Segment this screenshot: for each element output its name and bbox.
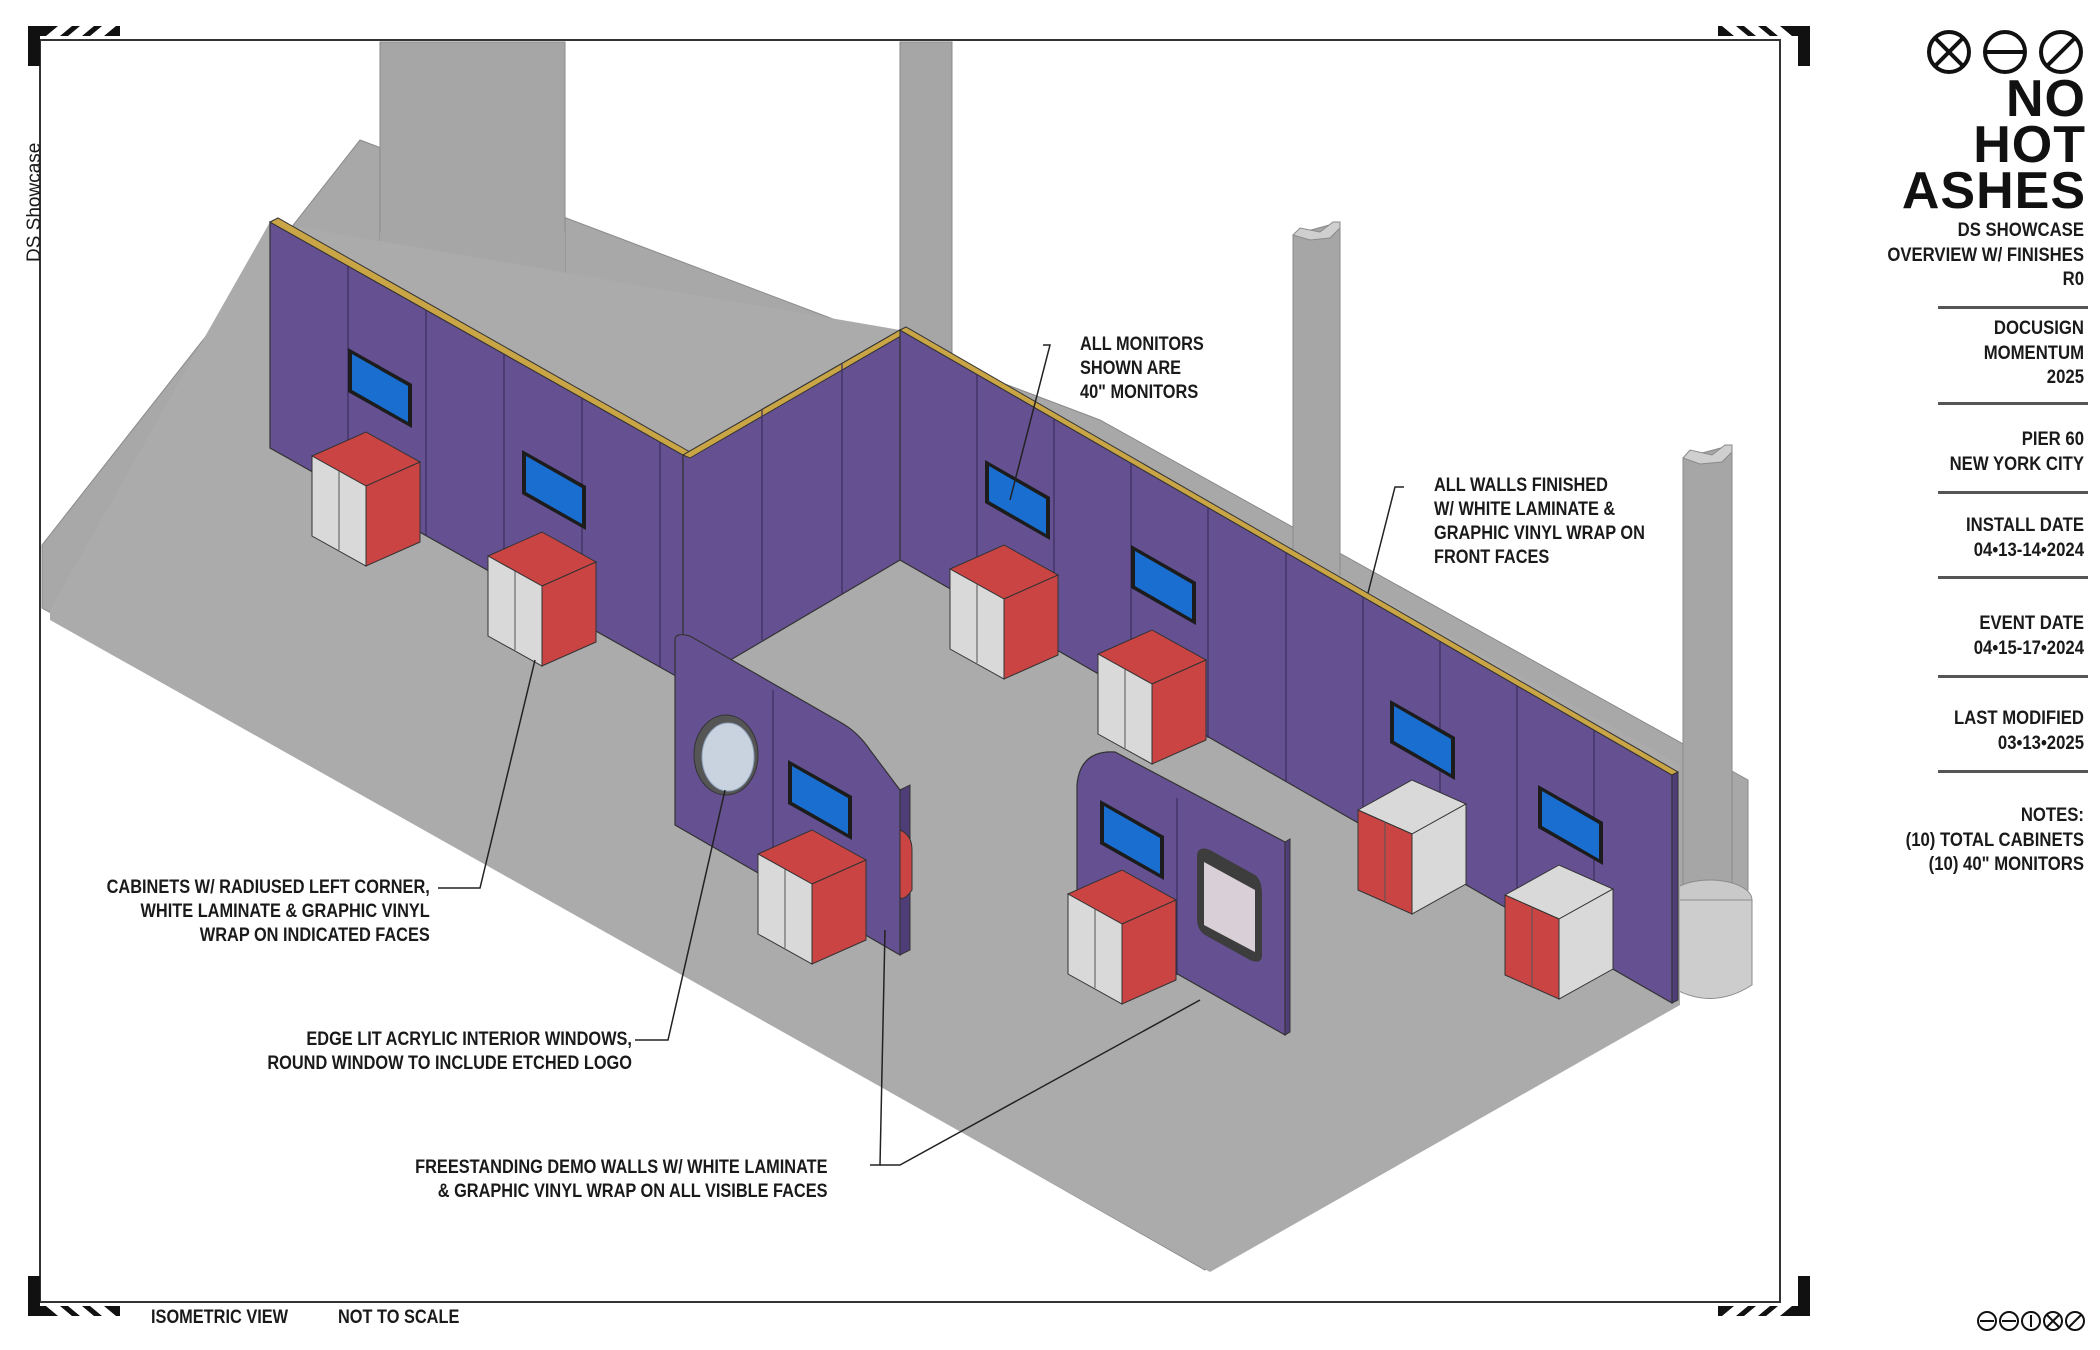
event-date: EVENT DATE 04•15-17•2024: [1973, 613, 2084, 659]
cabinet: [310, 431, 422, 567]
view-label: ISOMETRIC VIEW: [151, 1307, 289, 1328]
sheet-border: [39, 39, 1781, 1303]
column-steel-1-top: [1292, 221, 1341, 241]
cabinet: [1096, 629, 1208, 765]
corner-wall: [681, 328, 908, 690]
corner-marks: [28, 26, 1810, 1316]
column-steel-2: [1682, 444, 1733, 906]
venue-columns: [379, 41, 1753, 999]
cabinet: [1356, 779, 1468, 915]
cabinet-edge: [899, 829, 913, 899]
corner-wall-seams: [761, 364, 843, 640]
round-window-glass: [701, 722, 755, 792]
venue-info: PIER 60 NEW YORK CITY: [1949, 429, 2084, 475]
last-modified: LAST MODIFIED 03•13•2025: [1953, 708, 2084, 754]
cabinet: [1503, 864, 1615, 1000]
demo-wall-right-edge: [1284, 838, 1291, 1036]
callout-cabinets: CABINETS W/ RADIUSED LEFT CORNER, WHITE …: [106, 877, 430, 946]
leader-walls: [1367, 486, 1404, 594]
monitor: [1131, 545, 1196, 625]
divider: [1938, 675, 2088, 678]
sheet-vertical-title: DS Showcase: [24, 142, 45, 262]
monitor-screen: [792, 766, 848, 834]
brand-name: NO HOT ASHES: [1901, 70, 2086, 220]
leader-lines: [438, 344, 1404, 1166]
divider: [1938, 306, 2088, 309]
monitor: [985, 460, 1050, 540]
x-circle-icon: [2043, 1311, 2063, 1331]
minus-circle-icon: [1983, 30, 2027, 74]
leader-windows: [635, 789, 726, 1041]
callout-windows: EDGE LIT ACRYLIC INTERIOR WINDOWS, ROUND…: [267, 1029, 632, 1074]
footer-icons: [1977, 1311, 2085, 1331]
callout-walls: ALL WALLS FINISHED W/ WHITE LAMINATE & G…: [1434, 475, 1645, 568]
slash-circle-icon: [2039, 30, 2083, 74]
cabinet: [1066, 869, 1178, 1005]
minus-circle-icon: [1999, 1311, 2019, 1331]
leader-cabinets: [438, 659, 536, 889]
demo-wall-right: [1066, 751, 1291, 1037]
divider: [1938, 770, 2088, 773]
back-wall-end: [1671, 771, 1679, 1004]
column-footing: [1667, 899, 1753, 999]
slash-circle-icon: [2065, 1311, 2085, 1331]
brand-icons: [1927, 30, 2083, 74]
notes: NOTES: (10) TOTAL CABINETS (10) 40" MONI…: [1905, 805, 2084, 875]
monitor-screen: [1104, 806, 1160, 874]
client-info: DOCUSIGN MOMENTUM 2025: [1983, 318, 2084, 388]
wall-monitors: [348, 348, 1603, 865]
divider: [1938, 576, 2088, 579]
cabinet: [756, 829, 868, 965]
monitor: [1390, 700, 1455, 780]
scale-label: NOT TO SCALE: [338, 1307, 460, 1328]
minus-circle-icon: [1977, 1311, 1997, 1331]
column-steel-2-top: [1682, 444, 1733, 465]
monitor: [348, 348, 412, 428]
x-circle-icon: [1927, 30, 1971, 74]
install-date: INSTALL DATE 04•13-14•2024: [1966, 515, 2084, 561]
cabinets: [310, 431, 1615, 1000]
leader-monitors: [1009, 344, 1051, 501]
monitor: [1538, 785, 1603, 865]
one-circle-icon: [2021, 1311, 2041, 1331]
cabinet: [948, 544, 1060, 680]
divider: [1938, 402, 2088, 405]
demo-wall-left: [674, 634, 913, 965]
cabinet: [486, 531, 598, 667]
divider: [1938, 491, 2088, 494]
rect-window-glass: [1204, 862, 1255, 952]
callout-monitors: ALL MONITORS SHOWN ARE 40" MONITORS: [1080, 334, 1204, 403]
monitor: [522, 450, 586, 530]
callout-demo-walls: FREESTANDING DEMO WALLS W/ WHITE LAMINAT…: [415, 1157, 828, 1202]
drawing-title: DS SHOWCASE OVERVIEW W/ FINISHES R0: [1887, 220, 2084, 290]
column-small: [899, 41, 953, 373]
leader-demo-2: [880, 999, 1201, 1166]
